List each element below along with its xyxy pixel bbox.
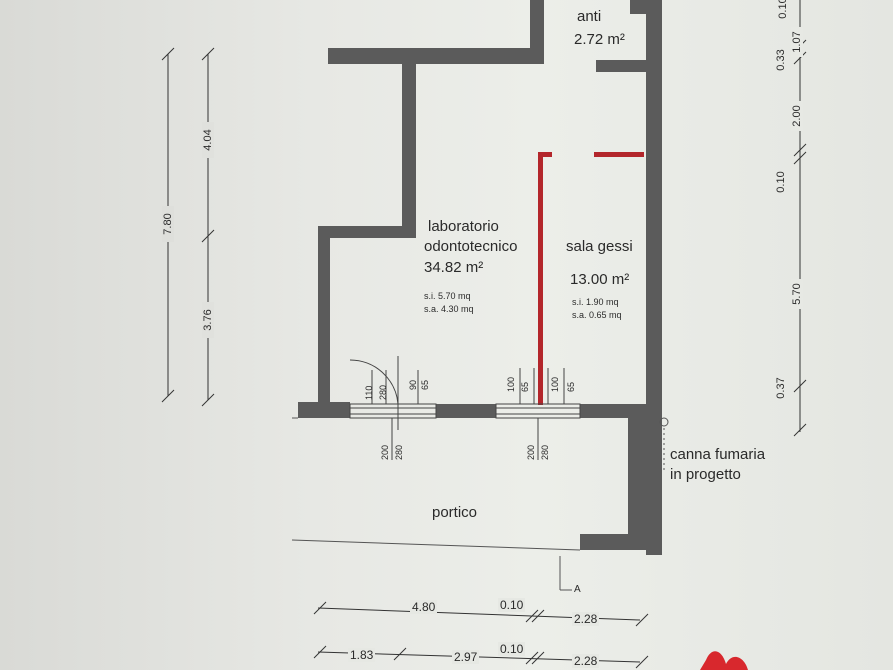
dim-bottom-r1-1: 0.10	[498, 598, 526, 612]
window1-dim-0: 100	[506, 376, 516, 392]
dim-right-0: 0.10	[777, 0, 789, 19]
note-canna-1: canna fumaria	[670, 446, 766, 463]
door1-dim-1: 280	[378, 384, 388, 400]
new-partitions	[538, 152, 644, 405]
room-gessi-si: s.i. 1.90 mq	[572, 297, 619, 307]
room-lab-name-2: odontotecnico	[424, 238, 518, 255]
window1-dim-3: 65	[566, 381, 576, 392]
section-mark: A	[574, 584, 581, 595]
dim-bottom-r2-2: 0.10	[498, 642, 526, 656]
right-dimensions	[793, 0, 807, 437]
sill1-dim-0: 200	[380, 444, 390, 460]
openings	[349, 356, 581, 460]
dim-left-upper: 4.04	[202, 122, 214, 158]
portico-outline	[291, 417, 669, 591]
room-lab-sa: s.a. 4.30 mq	[424, 304, 474, 314]
room-lab-si: s.i. 5.70 mq	[424, 291, 471, 301]
dim-bottom-r1-0: 4.80	[410, 600, 438, 614]
window1-dim-1: 65	[520, 381, 530, 392]
dim-left-total: 7.80	[162, 206, 174, 242]
room-portico-name: portico	[432, 504, 478, 521]
door1-dim-0: 110	[364, 385, 374, 400]
sill2-dim-0: 200	[526, 444, 536, 460]
dim-right-6: 0.37	[775, 377, 787, 399]
window1-dim-2: 100	[550, 376, 560, 392]
dim-right-1: 1.07	[791, 27, 803, 57]
dim-bottom-r1-2: 2.28	[572, 612, 600, 626]
walls	[298, 0, 662, 555]
room-anti-area: 2.72 m²	[574, 31, 625, 48]
room-lab-name-1: laboratorio	[428, 218, 499, 235]
dim-bottom-r2-1: 2.97	[452, 650, 480, 664]
dim-right-2: 0.33	[775, 49, 787, 71]
note-canna-2: in progetto	[670, 466, 741, 483]
dim-left-lower: 3.76	[202, 302, 214, 338]
sill2-dim-1: 280	[540, 444, 550, 460]
dim-right-5: 5.70	[791, 279, 803, 309]
dim-right-4: 0.10	[775, 171, 787, 193]
room-gessi-sa: s.a. 0.65 mq	[572, 310, 622, 320]
dim-bottom-r2-3: 2.28	[572, 654, 600, 668]
red-stamp-mark	[700, 651, 748, 670]
dim-right-3: 2.00	[791, 101, 803, 131]
room-gessi-area: 13.00 m²	[570, 271, 630, 288]
door1-dim-2: 90	[408, 379, 418, 390]
sill1-dim-1: 280	[394, 444, 404, 460]
room-gessi-name: sala gessi	[566, 238, 633, 255]
door1-dim-3: 65	[420, 379, 430, 390]
room-lab-area: 34.82 m²	[424, 259, 484, 276]
dim-bottom-r2-0: 1.83	[348, 648, 376, 662]
room-anti-name: anti	[577, 8, 602, 25]
